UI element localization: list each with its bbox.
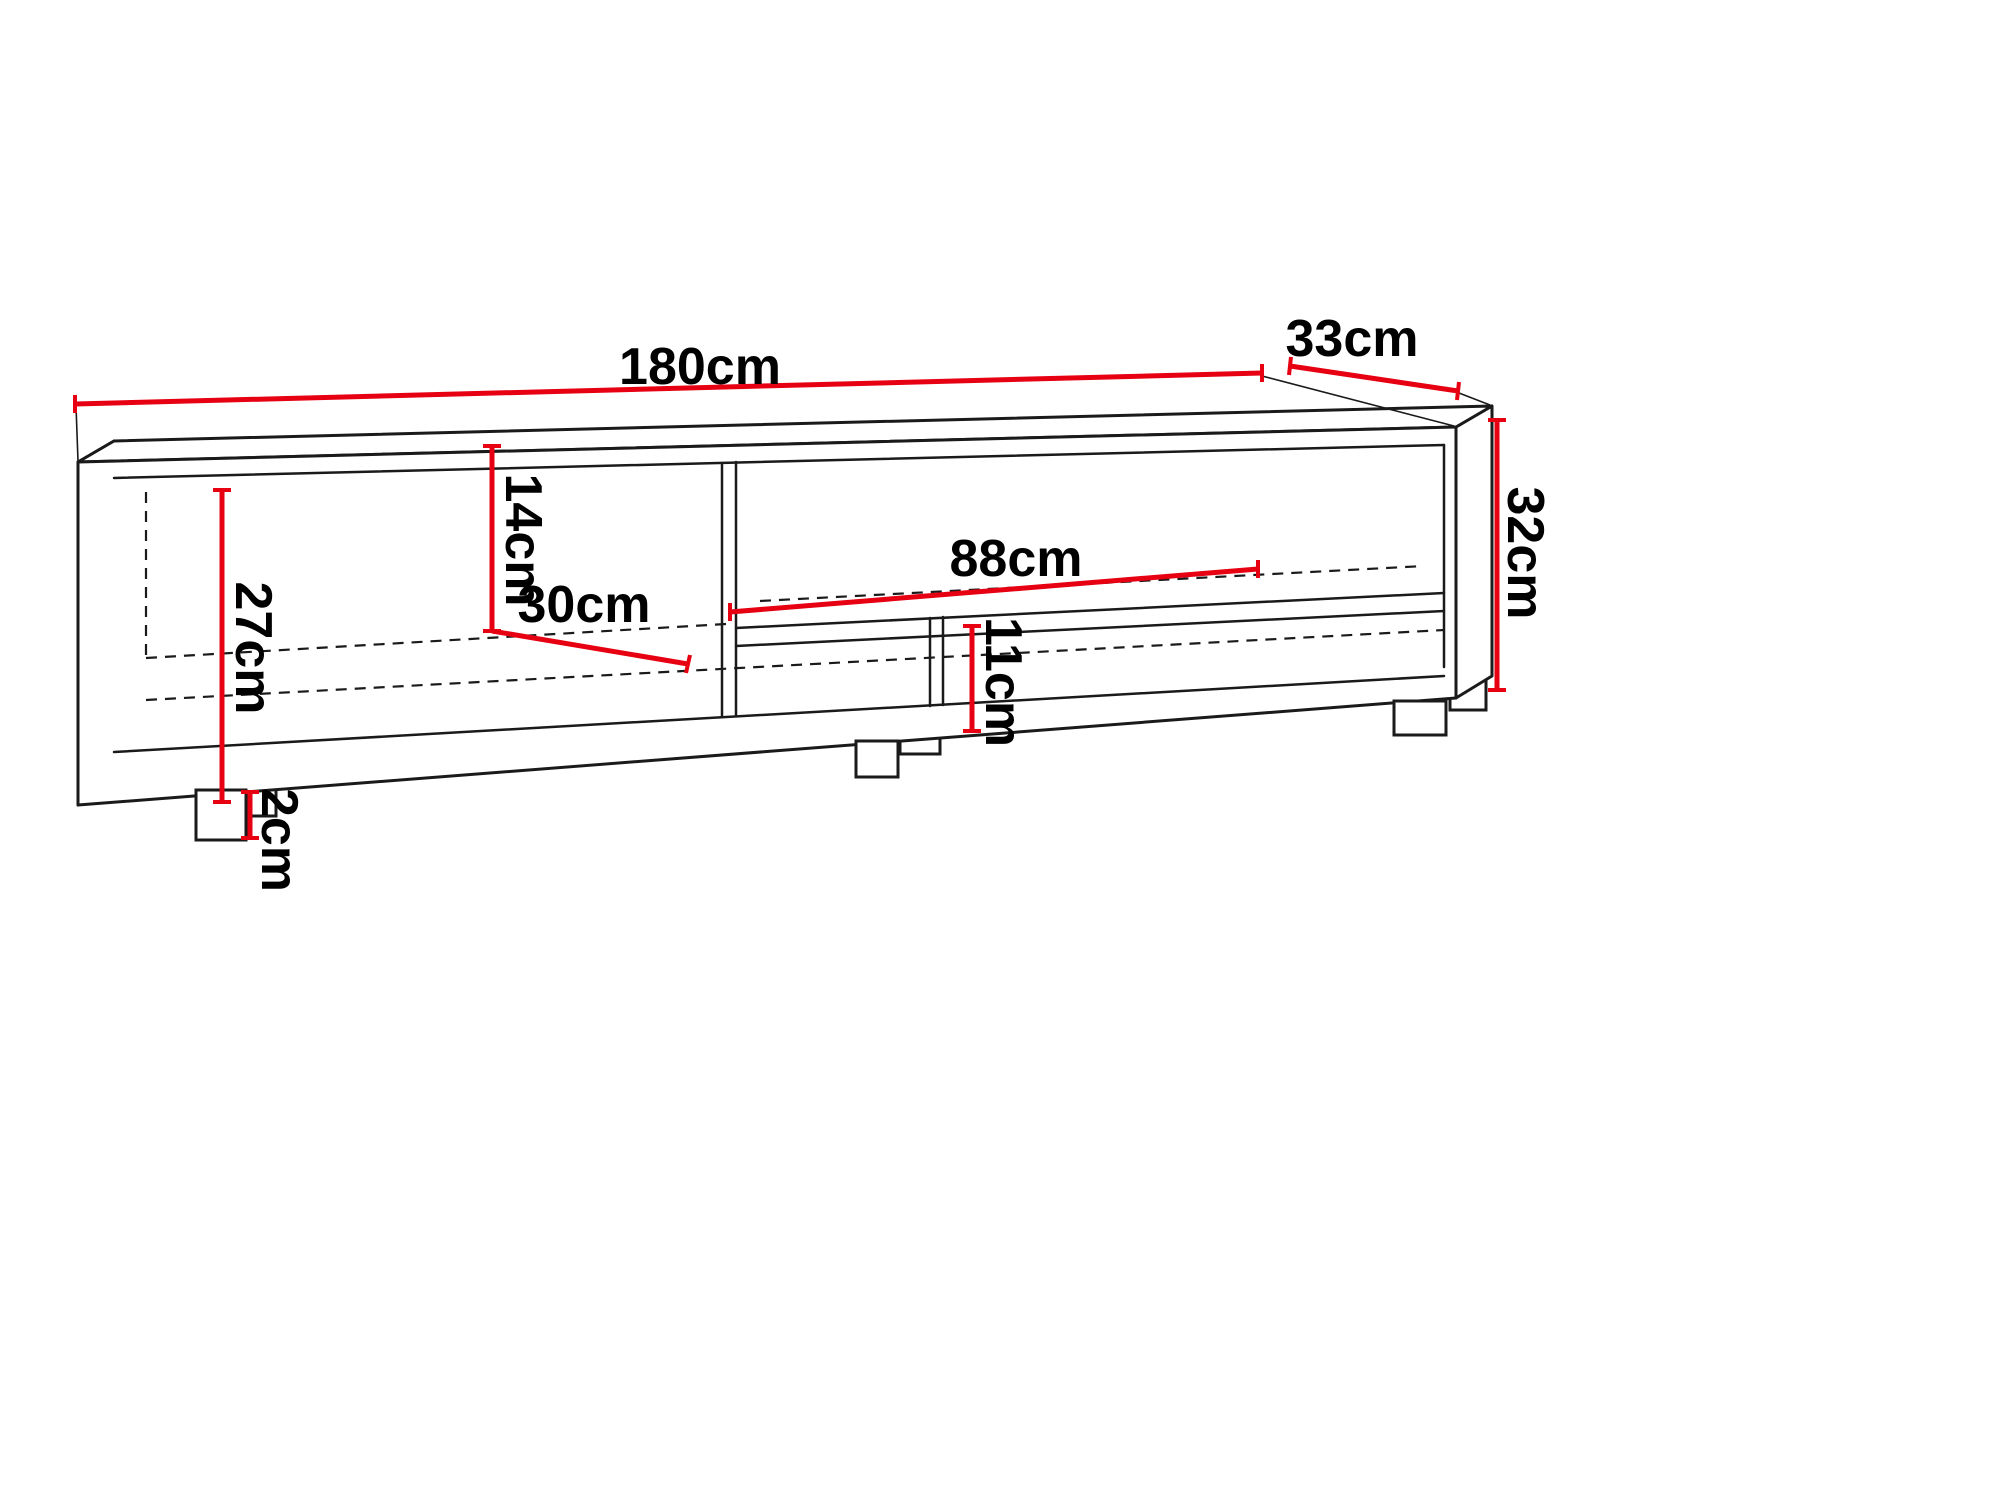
dimension-foot-height: 2cm (241, 788, 308, 892)
dimension-height-label: 32cm (1496, 487, 1554, 620)
dimension-left-niche-height: 27cm (213, 488, 282, 804)
shelf-thickness-edge (734, 609, 1446, 648)
dimension-width-label: 180cm (619, 338, 781, 396)
dimension-upper-niche-label: 14cm (494, 474, 552, 607)
dimension-lower-niche-label: 11cm (974, 617, 1032, 747)
shelf-front-edge (734, 591, 1446, 630)
dimension-depth-label: 33cm (1286, 310, 1419, 368)
foot-front-right (1392, 699, 1448, 737)
extension-line-depth-back (1458, 392, 1491, 406)
dimension-shelf-depth: 30cm (491, 576, 692, 674)
dimension-left-niche-label: 27cm (224, 582, 282, 715)
interior-floor-line (112, 674, 1446, 754)
dimension-niche-width-line (729, 566, 1259, 615)
dimension-shelf-depth-line (491, 628, 689, 667)
cabinet-drawing (75, 375, 1494, 842)
cabinet-front-face (76, 425, 1458, 807)
dimension-lower-niche-height: 11cm (963, 617, 1032, 747)
hidden-edge-bottom-back (145, 628, 1445, 702)
dimension-depth-tick-end (1455, 381, 1461, 401)
extension-line-width-right (1261, 375, 1455, 427)
dimension-width: 180cm (73, 338, 1264, 413)
dimension-shelf-depth-label: 30cm (518, 576, 651, 634)
dimension-upper-niche-height: 14cm (483, 444, 552, 633)
dimension-annotations: 180cm 33cm 32cm 27cm 14cm (73, 310, 1554, 892)
dimension-depth-line (1289, 363, 1459, 394)
interior-ceiling-line (112, 443, 1446, 480)
dimension-height: 32cm (1488, 418, 1554, 692)
dimension-depth-tick-start (1287, 356, 1293, 376)
extension-line-width-left (75, 405, 79, 462)
dimension-width-line (74, 370, 1263, 407)
dimension-shelf-depth-tick-end (684, 654, 692, 674)
hidden-edge-left-floor-back (145, 622, 727, 660)
dimension-niche-width: 88cm (728, 530, 1260, 621)
foot-front-middle (854, 739, 900, 779)
cabinet-right-side-face (1454, 404, 1494, 700)
dimension-depth: 33cm (1286, 310, 1461, 401)
dimension-niche-width-label: 88cm (950, 530, 1083, 588)
dimension-foot-height-label: 2cm (250, 788, 308, 892)
